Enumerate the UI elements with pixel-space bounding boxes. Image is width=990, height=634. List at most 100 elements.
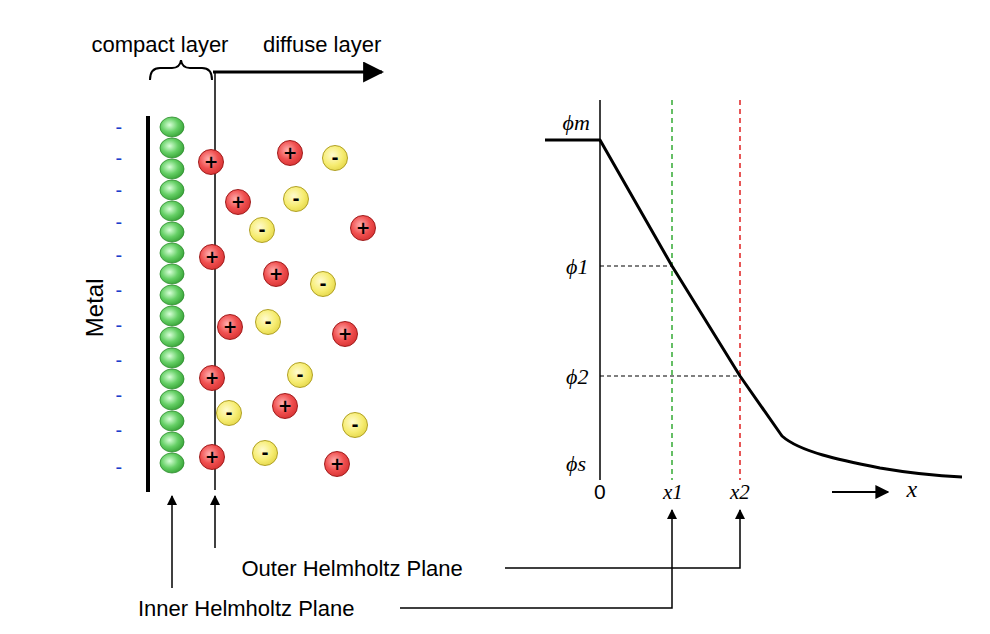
axis-label: x xyxy=(907,476,918,504)
ion-charge: + xyxy=(231,194,245,211)
cation-circle: + xyxy=(272,393,298,419)
ion-charge: + xyxy=(205,370,219,387)
anion-circle: - xyxy=(249,217,275,243)
surface-charge: - xyxy=(116,314,123,337)
layer-label: diffuse layer xyxy=(263,32,381,57)
ion-charge: + xyxy=(204,154,218,171)
anion-circle: - xyxy=(287,362,313,388)
surface-charge: - xyxy=(116,179,123,202)
x1-dashed-line xyxy=(671,100,673,480)
solvent-dipole xyxy=(160,348,184,368)
position-label: x1 xyxy=(663,480,683,504)
ion-charge: + xyxy=(330,456,344,473)
anion-circle: - xyxy=(255,309,281,335)
axis-origin: 0 xyxy=(594,480,606,504)
cation-circle: + xyxy=(332,321,358,347)
ohp-pointer xyxy=(214,496,216,548)
solvent-dipole xyxy=(160,285,184,305)
ion-charge: + xyxy=(278,398,292,415)
anion-circle: - xyxy=(216,400,242,426)
surface-charge: - xyxy=(116,419,123,442)
solvent-dipole xyxy=(160,369,184,389)
metal-surface xyxy=(146,116,150,492)
cation-circle: + xyxy=(199,244,225,270)
plane-label: Outer Helmholtz Plane xyxy=(242,556,463,581)
diffuse-layer-arrow xyxy=(213,71,382,74)
surface-charge: - xyxy=(116,384,123,407)
potential-label: ϕ1 xyxy=(566,254,588,279)
anion-circle: - xyxy=(322,145,348,171)
metal-label: Metal xyxy=(80,278,108,337)
anion-circle: - xyxy=(310,271,336,297)
cation-circle: + xyxy=(263,261,289,287)
solvent-dipole xyxy=(160,327,184,347)
ion-charge: - xyxy=(258,222,265,239)
surface-charge: - xyxy=(116,244,123,267)
solvent-dipoles xyxy=(160,117,184,473)
ion-charge: - xyxy=(264,314,271,331)
ion-charge: - xyxy=(319,276,326,293)
ion-charge: + xyxy=(223,319,237,336)
potential-curve xyxy=(545,140,962,477)
ihp-pointer xyxy=(171,496,173,588)
surface-charge: - xyxy=(116,147,123,170)
solvent-dipole xyxy=(160,453,184,473)
ion-charge: + xyxy=(269,266,283,283)
phi1-dashed-line xyxy=(600,265,672,266)
cation-circle: + xyxy=(350,215,376,241)
cation-circle: + xyxy=(198,149,224,175)
ion-charge: - xyxy=(351,417,358,434)
potential-label: ϕs xyxy=(566,451,586,476)
ion-charge: - xyxy=(296,367,303,384)
cation-circle: + xyxy=(217,314,243,340)
x2-dashed-line xyxy=(739,100,741,480)
cation-circle: + xyxy=(199,444,225,470)
potential-label: ϕ2 xyxy=(566,364,588,389)
solvent-dipole xyxy=(160,411,184,431)
anion-circle: - xyxy=(283,186,309,212)
cation-circle: + xyxy=(324,451,350,477)
position-label: x2 xyxy=(730,480,750,504)
surface-charge: - xyxy=(116,211,123,234)
solvent-dipole xyxy=(160,243,184,263)
solvent-dipole xyxy=(160,117,184,137)
solvent-dipole xyxy=(160,201,184,221)
potential-axis xyxy=(599,100,601,480)
surface-charge: - xyxy=(116,349,123,372)
solvent-dipole xyxy=(160,432,184,452)
solvent-dipole xyxy=(160,138,184,158)
solvent-dipole xyxy=(160,390,184,410)
solvent-dipole xyxy=(160,180,184,200)
ion-charge: + xyxy=(205,249,219,266)
ion-charge: + xyxy=(283,145,297,162)
ohp-leader xyxy=(505,510,740,568)
solvent-dipole xyxy=(160,222,184,242)
surface-charge: - xyxy=(116,279,123,302)
ion-charge: - xyxy=(225,405,232,422)
compact-layer-brace xyxy=(150,60,212,80)
anion-circle: - xyxy=(342,412,368,438)
ion-charge: - xyxy=(331,150,338,167)
phi2-dashed-line xyxy=(600,375,740,376)
layer-label: compact layer xyxy=(92,32,229,57)
cation-circle: + xyxy=(225,189,251,215)
cation-circle: + xyxy=(277,140,303,166)
surface-charge: - xyxy=(116,456,123,479)
cation-circle: + xyxy=(199,365,225,391)
solvent-dipole xyxy=(160,306,184,326)
anion-circle: - xyxy=(252,440,278,466)
solvent-dipole xyxy=(160,264,184,284)
ion-charge: + xyxy=(205,449,219,466)
surface-charge: - xyxy=(116,116,123,139)
plane-label: Inner Helmholtz Plane xyxy=(138,596,354,621)
ion-charge: + xyxy=(338,326,352,343)
ion-charge: - xyxy=(292,191,299,208)
ion-charge: + xyxy=(356,220,370,237)
x-axis-arrow xyxy=(832,491,888,493)
ohp-line xyxy=(214,72,216,490)
potential-label: ϕm xyxy=(563,110,590,135)
ion-charge: - xyxy=(261,445,268,462)
solvent-dipole xyxy=(160,159,184,179)
